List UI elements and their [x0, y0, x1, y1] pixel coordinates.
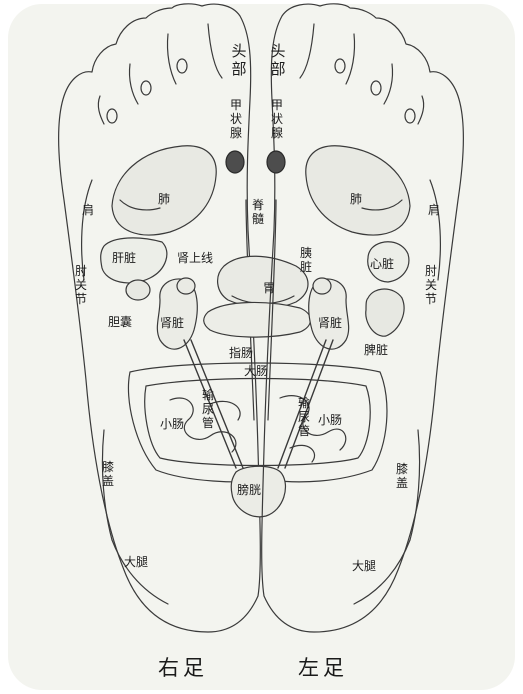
gallbladder-organ: [126, 280, 150, 300]
head-label-left-foot: 头部: [270, 42, 286, 78]
right-adrenal-organ: [177, 278, 195, 294]
spine-label: 脊髓: [251, 198, 265, 226]
right-toe-tip-1: [107, 109, 117, 123]
lung-label-left-foot: 肺: [350, 193, 362, 206]
left-toe-tip-3: [335, 59, 345, 73]
small-intestine-label-right-foot: 小肠: [160, 418, 184, 431]
right-toe-crease-1: [98, 96, 104, 124]
right-toe-tip-3: [177, 59, 187, 73]
elbow-label-left-foot: 肘关节: [424, 264, 438, 306]
thyroid-label-left-foot: 甲状腺: [270, 98, 284, 140]
shoulder-label-left-foot: 肩: [428, 204, 440, 217]
left-toe-tip-1: [405, 109, 415, 123]
right-thyroid-mark: [226, 151, 244, 173]
shoulder-label-right-foot: 肩: [82, 204, 94, 217]
thigh-label-right-foot: 大腿: [124, 556, 148, 569]
kidney-label-left-foot: 肾脏: [318, 317, 342, 330]
right-foot-title: 右足: [158, 652, 208, 682]
right-lung: [112, 146, 216, 235]
left-toe-crease-1: [418, 96, 424, 124]
left-toe-crease-3: [346, 34, 355, 84]
knee-label-right-foot: 膝盖: [101, 460, 115, 488]
thigh-label-left-foot: 大腿: [352, 560, 376, 573]
pancreas-organ: [204, 302, 311, 337]
liver-label: 肝脏: [112, 252, 136, 265]
knee-label-left-foot: 膝盖: [395, 462, 409, 490]
left-toe-tip-2: [371, 81, 381, 95]
right-thigh-line: [112, 540, 168, 604]
small-intestine-label-left-foot: 小肠: [318, 414, 342, 427]
thyroid-label-right-foot: 甲状腺: [229, 98, 243, 140]
spleen-organ: [366, 289, 404, 336]
elbow-label-right-foot: 肘关节: [74, 264, 88, 306]
bladder-label: 膀胱: [237, 484, 261, 497]
ureter-label-right-foot: 输尿管: [201, 388, 215, 430]
heart-label: 心脏: [370, 258, 394, 271]
left-knee-line: [410, 430, 420, 540]
left-toe-crease-2: [384, 64, 393, 104]
left-lung: [306, 146, 410, 235]
stomach-label: 胃: [263, 282, 275, 295]
head-label-right-foot: 头部: [231, 42, 247, 78]
right-toe-tip-2: [141, 81, 151, 95]
left-foot-title: 左足: [298, 652, 348, 682]
spleen-label: 脾脏: [364, 344, 388, 357]
right-toe-crease-3: [167, 34, 176, 84]
gallbladder-label: 胆囊: [108, 316, 132, 329]
left-thyroid-mark: [267, 151, 285, 173]
left-toe-crease-4: [300, 24, 314, 78]
duodenum-label: 指肠: [229, 347, 253, 360]
right-toe-crease-4: [208, 24, 222, 78]
pancreas-label: 胰脏: [299, 246, 313, 274]
kidney-label-right-foot: 肾脏: [160, 317, 184, 330]
adrenal-label: 肾上线: [177, 252, 213, 265]
lung-label-right-foot: 肺: [158, 193, 170, 206]
right-toe-crease-2: [129, 64, 138, 104]
left-adrenal-organ: [313, 278, 331, 294]
ureter-label-left-foot: 输尿管: [297, 396, 311, 438]
large-intestine-label: 大肠: [244, 365, 268, 378]
